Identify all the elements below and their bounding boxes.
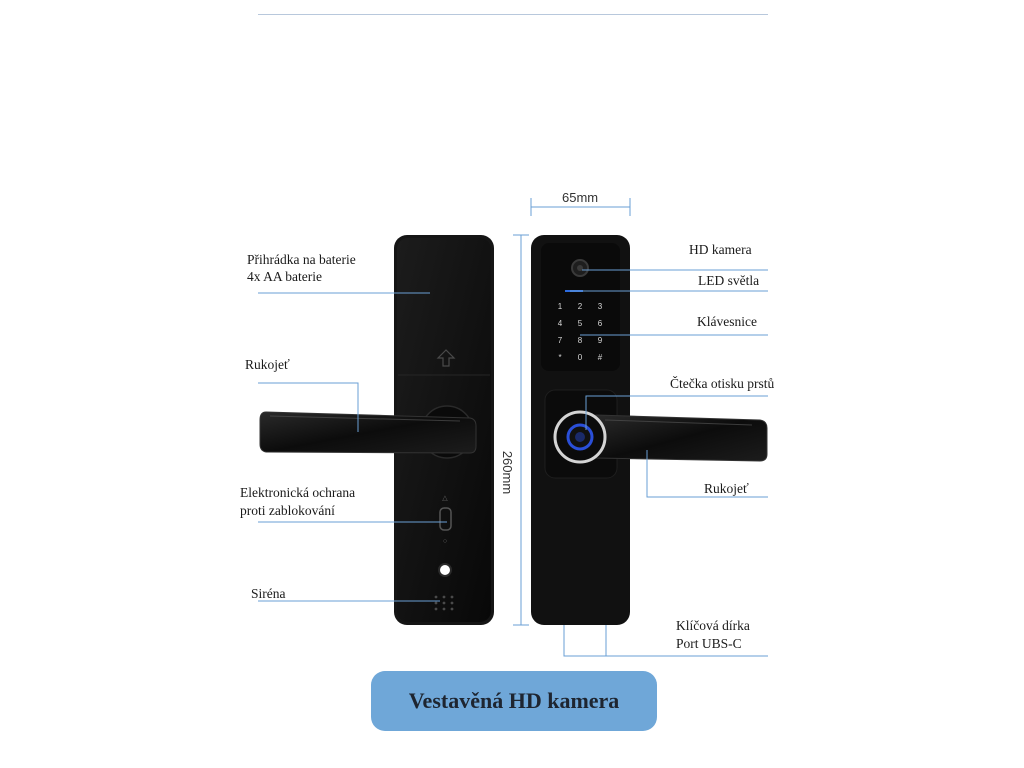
leader-lines-right [563,269,768,657]
svg-text:△: △ [442,495,448,502]
top-divider [258,14,768,15]
led-label: LED světla [698,273,760,288]
siren-grill [434,595,454,611]
width-label: 65mm [562,190,599,205]
handle-right-label: Rukojeť [704,481,749,496]
keypad-key: 4 [558,319,563,328]
width-dimension [530,198,631,216]
keypad-key: 6 [598,319,603,328]
caption-banner: Vestavěná HD kamera [371,671,657,731]
keypad-key: 1 [558,302,563,311]
handle-left-label: Rukojeť [245,357,290,372]
keypad-key: 5 [578,319,583,328]
anti-lock-label-line1: Elektronická ochrana [240,485,356,500]
keypad-key: 0 [578,353,583,362]
caption-text: Vestavěná HD kamera [408,688,620,713]
back-button [438,563,452,577]
left-handle [259,411,477,454]
battery-label-line1: Přihrádka na baterie [247,252,356,267]
keypad-key: 2 [578,302,583,311]
anti-lock-switch [439,507,452,531]
keypad-label: Klávesnice [697,314,757,329]
keypad-key: # [598,353,603,362]
leader-lines-left [258,292,447,602]
hd-camera-label: HD kamera [689,242,752,257]
keypad-key: * [558,353,561,362]
siren-label: Siréna [251,586,286,601]
battery-label-line2: 4x AA baterie [247,269,322,284]
keyhole-label: Klíčová dírka [676,618,750,633]
height-label: 260mm [500,450,516,495]
keypad: 1 2 3 4 5 6 7 8 9 * 0 # [558,302,603,362]
fingerprint-label: Čtečka otisku prstů [670,376,775,391]
keypad-key: 9 [598,336,603,345]
usb-label: Port UBS-C [676,636,742,651]
anti-lock-label-line2: proti zablokování [240,503,335,518]
battery-arrow-icon [436,349,456,367]
svg-text:○: ○ [443,538,447,545]
keypad-key: 7 [558,336,563,345]
keypad-key: 3 [598,302,603,311]
keypad-key: 8 [578,336,583,345]
height-dimension [513,234,529,626]
right-handle [553,410,768,464]
